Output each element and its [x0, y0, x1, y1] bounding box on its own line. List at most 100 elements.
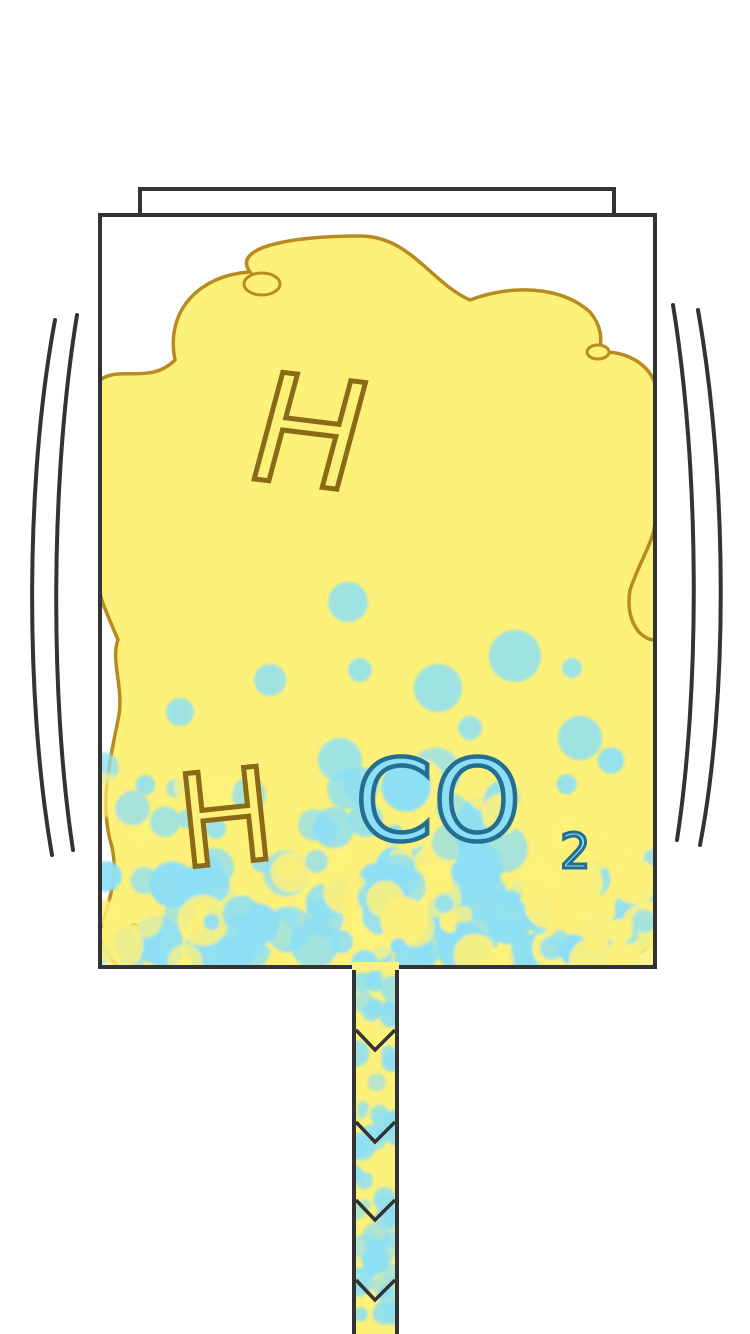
- co2-subscript: 2: [560, 824, 591, 880]
- co2-bubble: [550, 820, 580, 849]
- co2-bubble: [324, 845, 352, 873]
- co2-bubble: [434, 894, 454, 913]
- co2-bubble: [556, 774, 577, 795]
- vibration-line: [696, 308, 723, 847]
- tube-bubble: [381, 1050, 397, 1072]
- co2-bubble: [115, 790, 150, 826]
- co2-bubble: [489, 630, 541, 682]
- tube-bubble: [361, 1002, 381, 1022]
- co2-bubble: [195, 848, 234, 887]
- co2-bubble: [231, 777, 266, 812]
- tube-bubble: [380, 975, 397, 1001]
- co2-bubble: [100, 922, 144, 967]
- co2-bubble: [166, 698, 194, 726]
- tube-bubble: [354, 1307, 368, 1322]
- tube-bubble: [383, 1263, 397, 1282]
- tube-bubble: [383, 1010, 397, 1025]
- co2-bubble: [100, 861, 122, 892]
- co2-bubble: [455, 905, 473, 923]
- co2-bubble: [251, 853, 271, 873]
- co2-bubble: [203, 914, 220, 931]
- tube-bubble: [369, 1104, 390, 1125]
- co2-bubble: [608, 935, 641, 967]
- co2-bubble: [149, 806, 181, 838]
- vibration-line: [671, 303, 696, 842]
- co2-bubble: [177, 895, 229, 946]
- co2-bubble: [254, 664, 286, 696]
- chevron-down-icon: [354, 1120, 397, 1145]
- tube-bubble: [383, 1300, 397, 1326]
- co2-bubble: [485, 897, 532, 944]
- co2-bubble: [205, 818, 226, 839]
- co2-bubble: [524, 881, 572, 929]
- co2-bubble: [216, 934, 255, 967]
- co2-bubble: [569, 938, 615, 967]
- co2-bubble: [384, 824, 404, 845]
- co2-label: CO 2: [353, 735, 592, 882]
- chevron-down-icon: [354, 1028, 397, 1053]
- tube-bubble: [373, 1186, 396, 1209]
- co2-bubble: [167, 944, 203, 967]
- co2-bubble: [126, 901, 163, 939]
- co2-bubble: [453, 933, 496, 967]
- container-lid: [138, 187, 616, 217]
- co2-bubble: [327, 769, 368, 810]
- vibration-line: [54, 313, 79, 852]
- co2-bubble: [389, 862, 407, 880]
- tube-bubble: [354, 1137, 375, 1161]
- co2-bubble: [240, 832, 262, 854]
- co2-bubble: [348, 802, 383, 838]
- co2-bubble: [639, 762, 655, 786]
- co2-bubble: [607, 918, 633, 944]
- co2-bubble: [176, 810, 195, 828]
- co2-bubble: [436, 793, 468, 825]
- co2-bubble: [597, 747, 625, 774]
- co2-bubble: [366, 880, 405, 918]
- co2-main-text: CO: [355, 737, 521, 867]
- foam-curl: [242, 271, 282, 297]
- co2-bubble: [305, 849, 329, 873]
- tube-bubble: [385, 1218, 397, 1230]
- co2-bubble: [323, 870, 368, 914]
- co2-bubble: [348, 658, 372, 682]
- tube-bubble: [357, 1101, 369, 1113]
- co2-bubble: [298, 809, 330, 841]
- co2-bubble: [558, 716, 602, 760]
- co2-bubble: [458, 716, 482, 740]
- tube-bubble: [354, 1040, 370, 1067]
- tube-bubble: [354, 1164, 363, 1183]
- co2-bubble: [539, 936, 564, 960]
- tube-bubble: [382, 1230, 397, 1248]
- co2-bubble: [450, 858, 476, 884]
- foam-curl: [585, 343, 611, 361]
- co2-bubble: [222, 895, 261, 934]
- tube-bubble: [383, 1000, 396, 1013]
- chevron-down-icon: [354, 1198, 397, 1223]
- outlet-tube: [352, 962, 399, 1334]
- tube-bubble: [367, 969, 384, 986]
- co2-bubble: [632, 909, 655, 933]
- co2-bubble: [135, 775, 156, 795]
- tube-bubble: [354, 1233, 380, 1261]
- foam-cloud: [100, 234, 655, 967]
- co2-bubble: [100, 899, 117, 926]
- tube-bubble: [354, 1267, 375, 1295]
- co2-bubble: [130, 866, 158, 894]
- co2-bubble: [414, 664, 462, 712]
- co2-bubble: [174, 765, 218, 809]
- co2-bubble: [562, 658, 582, 678]
- vibration-lines-icon: [30, 303, 723, 857]
- co2-bubble: [328, 582, 368, 622]
- co2-bubble: [611, 858, 655, 905]
- co2-bubble: [381, 762, 431, 812]
- co2-bubble: [431, 824, 468, 861]
- co2-bubble: [573, 908, 614, 949]
- co2-bubble: [279, 858, 303, 882]
- chevron-down-icon: [354, 1278, 397, 1303]
- co2-bubble: [265, 905, 313, 953]
- co2-bubble: [481, 793, 523, 835]
- tube-joint: [352, 962, 399, 970]
- co2-bubble: [390, 938, 407, 955]
- co2-bubble: [149, 861, 196, 908]
